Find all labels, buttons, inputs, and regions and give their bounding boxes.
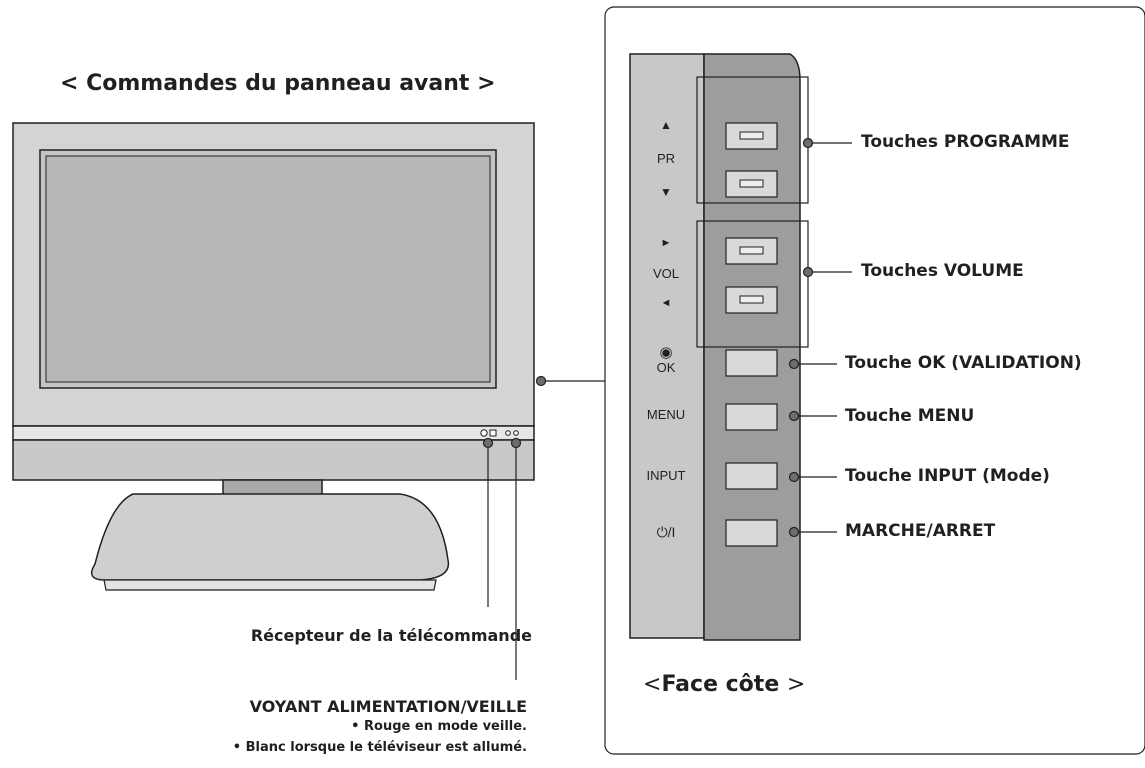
- tv-stand-base-rim: [103, 579, 437, 591]
- power-callout: MARCHE/ARRET: [845, 521, 996, 541]
- vol-up-arrow: ►: [660, 237, 672, 249]
- side-connector-dot: [535, 375, 547, 387]
- tv-stand-base: [90, 493, 450, 581]
- programme-callout: Touches PROGRAMME: [861, 132, 1070, 152]
- side-leader-lines: [788, 137, 852, 538]
- remote-receiver-callout: Récepteur de la télécommande: [250, 626, 532, 645]
- vol-down-arrow: ◄: [660, 297, 672, 309]
- input-label: INPUT: [646, 468, 686, 483]
- volume-leader-dot: [802, 266, 814, 278]
- led-leader-dot: [510, 437, 522, 449]
- ok-callout: Touche OK (VALIDATION): [845, 353, 1082, 373]
- power-led-2: [513, 430, 519, 436]
- power-leader-dot: [788, 526, 800, 538]
- vol-up-button[interactable]: [725, 237, 778, 265]
- menu-label: MENU: [646, 407, 686, 422]
- ok-leader-dot: [788, 358, 800, 370]
- power-led-1: [505, 430, 511, 436]
- power-label: ⏻/I: [656, 524, 676, 540]
- power-button[interactable]: [725, 519, 778, 547]
- programme-leader-dot: [802, 137, 814, 149]
- receiver-leader-dot: [482, 437, 494, 449]
- ok-label: OK: [656, 360, 676, 375]
- pr-down-button[interactable]: [725, 170, 778, 198]
- menu-callout: Touche MENU: [845, 406, 975, 426]
- power-led-callout: VOYANT ALIMENTATION/VEILLE: [249, 697, 527, 716]
- side-panel-title: <Face côte >: [643, 672, 805, 697]
- side-title-main: Face côte: [661, 672, 780, 697]
- input-button[interactable]: [725, 462, 778, 490]
- front-panel-title: < Commandes du panneau avant >: [60, 71, 496, 96]
- tv-bottom-strip: [12, 425, 535, 441]
- tv-front-illustration: [12, 122, 535, 591]
- volume-bracket: [696, 220, 809, 348]
- ok-symbol-icon: ◉: [659, 344, 673, 361]
- remote-receiver-indicator: [480, 429, 488, 437]
- volume-callout: Touches VOLUME: [861, 261, 1024, 281]
- power-led-note-standby: • Rouge en mode veille.: [351, 719, 527, 734]
- tv-lower-body: [12, 439, 535, 481]
- side-title-close: >: [786, 672, 806, 697]
- remote-receiver-window: [489, 429, 497, 437]
- vol-down-button[interactable]: [725, 286, 778, 314]
- menu-button[interactable]: [725, 403, 778, 431]
- ok-button[interactable]: [725, 349, 778, 377]
- pr-label: PR: [656, 151, 676, 166]
- menu-leader-dot: [788, 410, 800, 422]
- pr-up-button[interactable]: [725, 122, 778, 150]
- vol-label: VOL: [652, 266, 679, 281]
- pr-down-arrow: ▼: [660, 185, 672, 199]
- side-panel-illustration: [629, 53, 809, 641]
- tv-screen: [45, 155, 491, 383]
- side-title-open: <: [643, 672, 662, 697]
- power-led-note-on: • Blanc lorsque le téléviseur est allumé…: [232, 740, 527, 755]
- input-leader-dot: [788, 471, 800, 483]
- front-leader-lines: [482, 375, 605, 680]
- input-callout: Touche INPUT (Mode): [845, 466, 1050, 486]
- pr-up-arrow: ▲: [660, 118, 672, 132]
